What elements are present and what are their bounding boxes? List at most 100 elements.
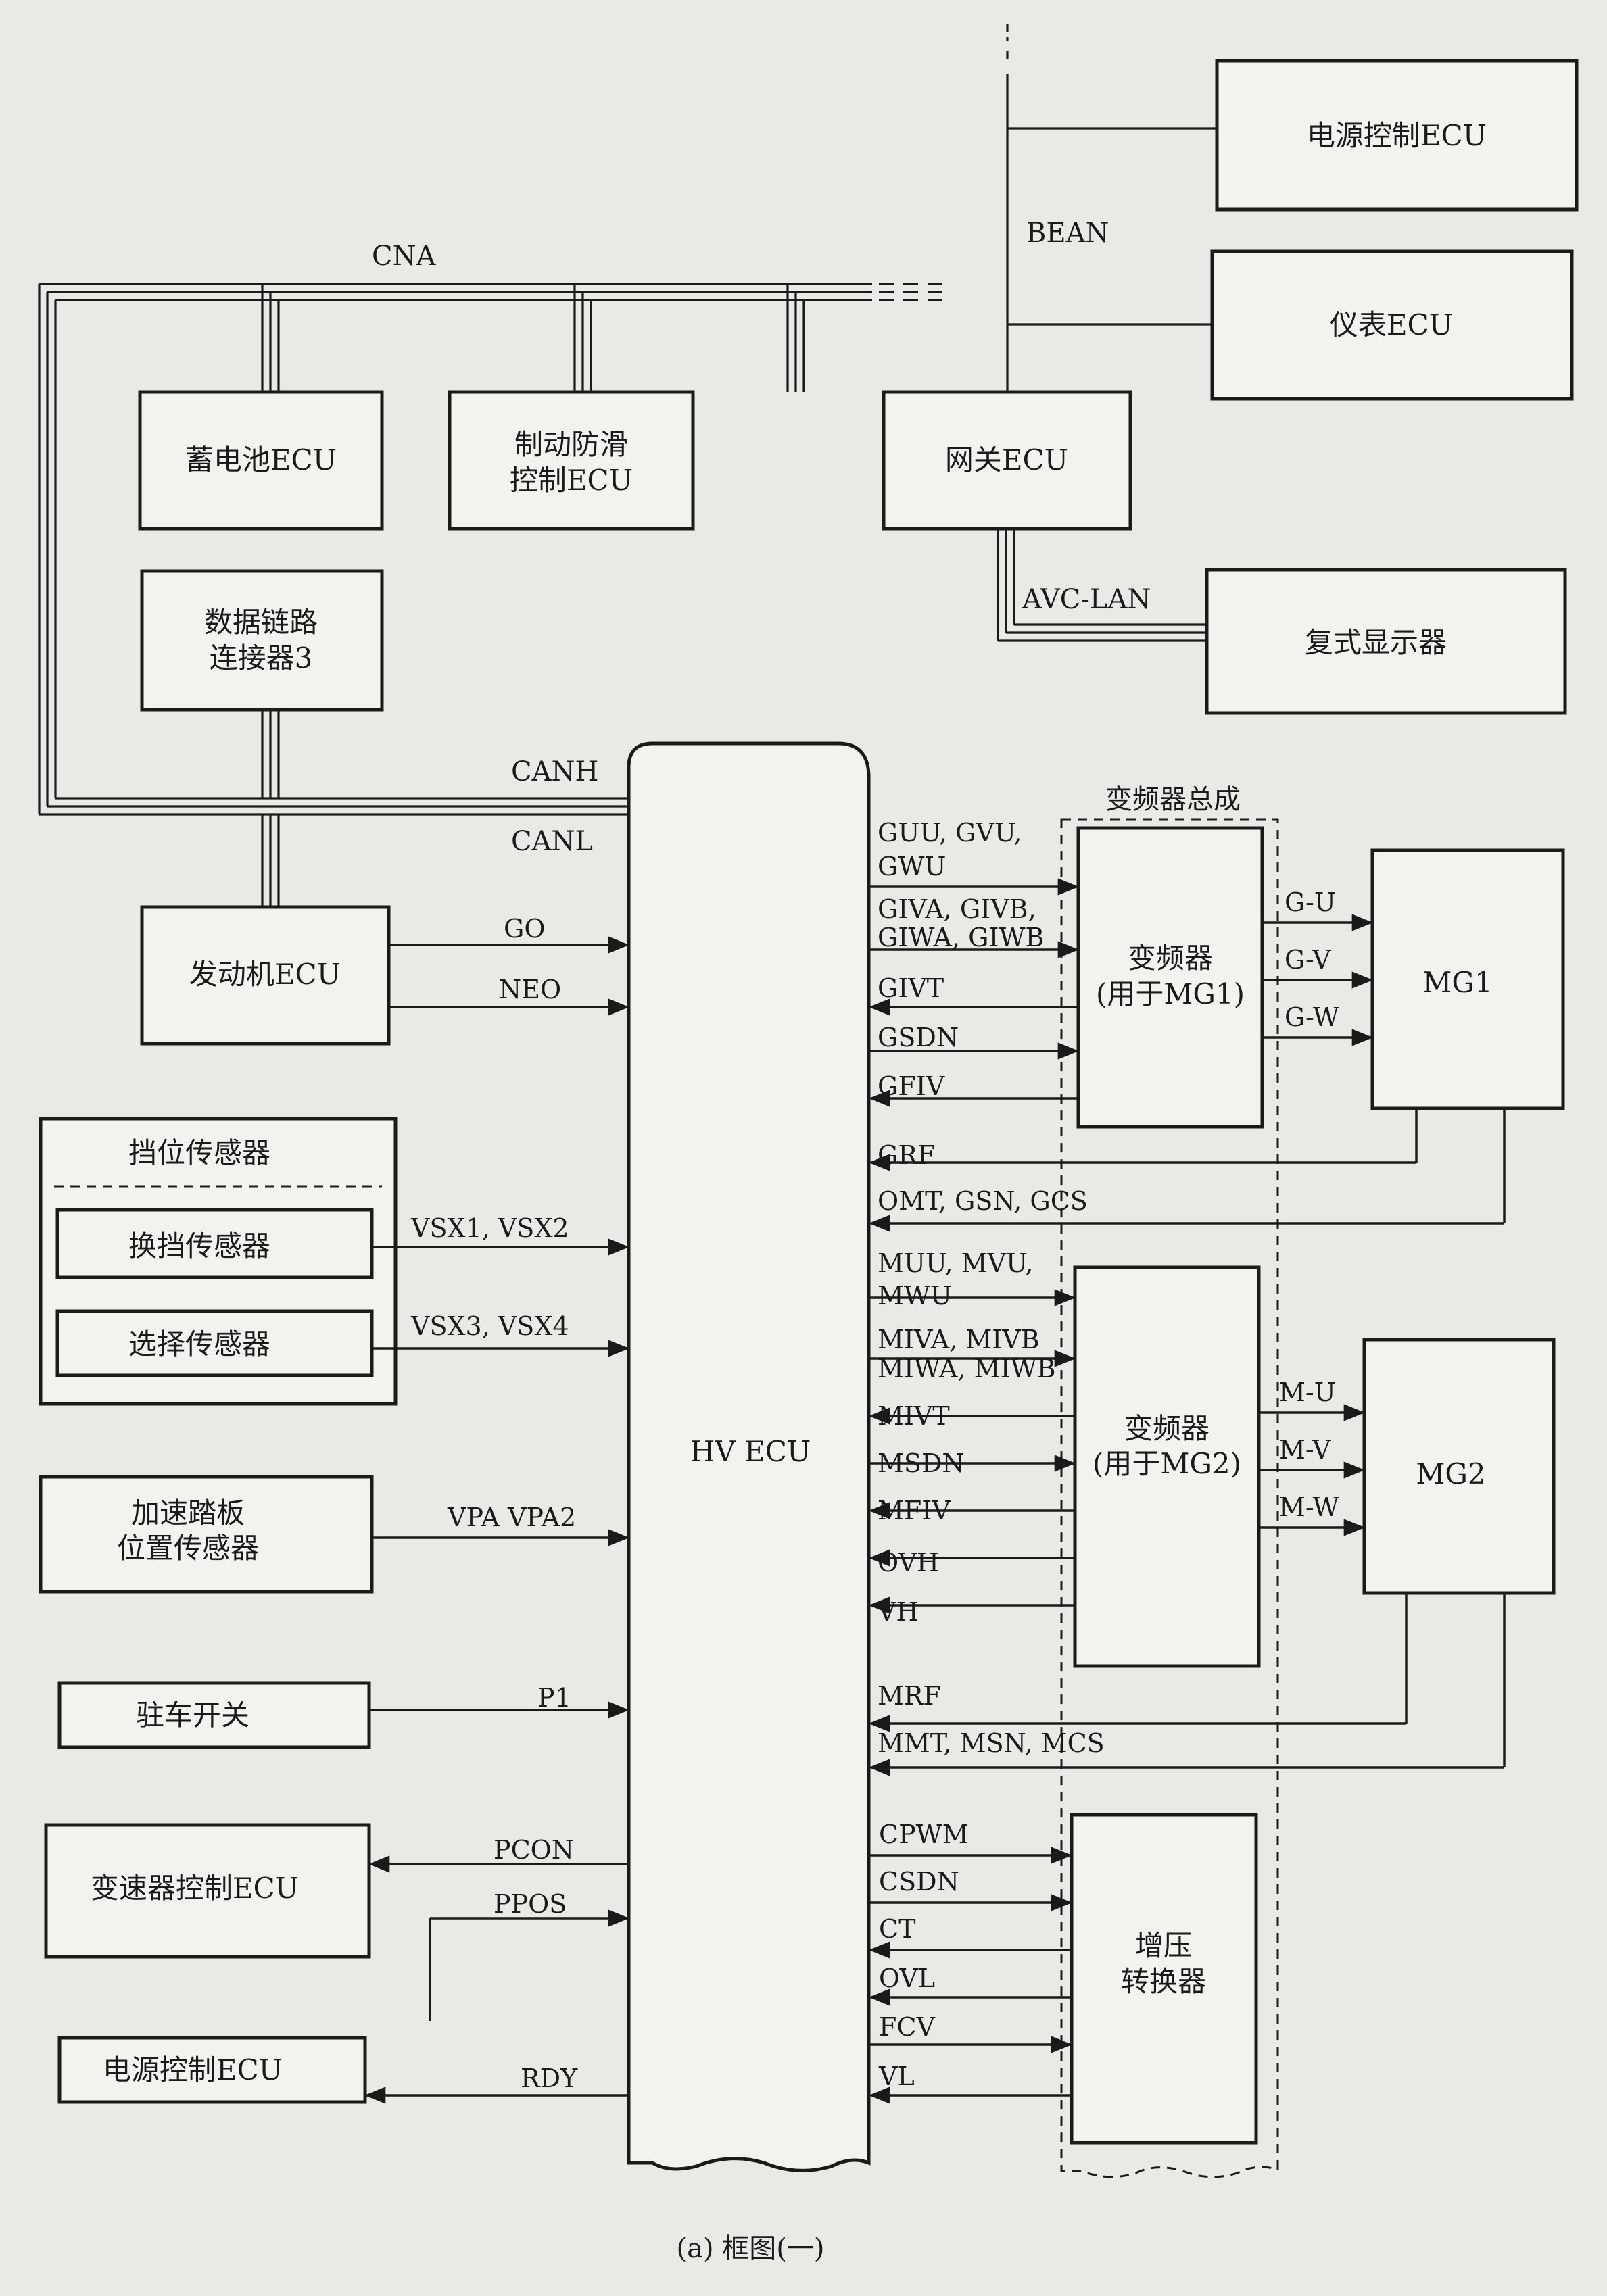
muu-label-2: MWU — [878, 1281, 952, 1311]
mw-label: M-W — [1279, 1492, 1339, 1522]
brake-ecu-box — [448, 390, 695, 531]
ovh-label: OVH — [878, 1548, 939, 1578]
battery-ecu-box — [138, 390, 384, 531]
miva-label-1: MIVA, MIVB — [878, 1325, 1040, 1354]
dlc3-label-1: 数据链路 — [204, 606, 318, 639]
mg2-label: MG2 — [1416, 1457, 1485, 1490]
boost-converter-box — [1070, 1813, 1258, 2145]
engine-ecu-label: 发动机ECU — [189, 958, 341, 991]
dlc3-box — [140, 569, 384, 712]
vsx34-label: VSX3, VSX4 — [410, 1311, 569, 1341]
power-control-ecu-bottom-label: 电源控制ECU — [103, 2053, 283, 2086]
miva-label-2: MIWA, MIWB — [878, 1354, 1056, 1384]
vl-label: VL — [878, 2061, 915, 2091]
bean-label: BEAN — [1026, 218, 1109, 249]
cpwm-label: CPWM — [879, 1819, 969, 1849]
shift-sensor-label: 换挡传感器 — [128, 1229, 270, 1263]
dlc3-label-2: 连接器3 — [210, 641, 313, 675]
inverter-mg2-label-2: (用于MG2) — [1093, 1447, 1241, 1480]
transmission-ecu-label: 变速器控制ECU — [91, 1872, 299, 1905]
inverter-mg2-box — [1073, 1265, 1261, 1668]
gw-label: G-W — [1285, 1002, 1339, 1032]
ovl-label: OVL — [879, 1963, 935, 1993]
right-signal-wires — [868, 878, 1506, 2104]
accel-sensor-box — [39, 1475, 374, 1594]
inverter-assembly-outline — [1060, 818, 1279, 2178]
gfiv-label: GFIV — [878, 1071, 945, 1101]
canh-label: CANH — [511, 756, 598, 787]
mrf-label: MRF — [878, 1681, 941, 1711]
shift-position-sensor-label: 挡位传感器 — [128, 1136, 270, 1169]
left-signal-wires — [364, 936, 630, 2104]
inverter-assembly-label: 变频器总成 — [1105, 784, 1241, 815]
boost-converter-label-1: 增压 — [1135, 1929, 1192, 1962]
grf-label: GRF — [878, 1140, 935, 1170]
mfiv-label: MFIV — [878, 1496, 951, 1525]
ppos-label: PPOS — [494, 1889, 567, 1919]
guu-label-1: GUU, GVU, — [878, 818, 1022, 848]
csdn-label: CSDN — [879, 1867, 959, 1897]
bean-bus — [1006, 24, 1217, 392]
hv-ecu-box — [627, 741, 871, 2172]
mg1-box — [1370, 848, 1565, 1110]
p1-label: P1 — [537, 1683, 571, 1713]
park-switch-label: 驻车开关 — [136, 1699, 249, 1732]
rdy-label: RDY — [521, 2063, 578, 2093]
accel-sensor-label-2: 位置传感器 — [117, 1532, 259, 1565]
avc-lan-label: AVC-LAN — [1022, 584, 1151, 615]
omt-label: OMT, GSN, GCS — [878, 1186, 1088, 1216]
gateway-ecu-label: 网关ECU — [945, 443, 1068, 477]
power-control-ecu-bottom-box — [57, 2036, 367, 2104]
meter-ecu-box — [1210, 249, 1574, 401]
mg2-box — [1362, 1338, 1556, 1595]
power-control-ecu-top-label: 电源控制ECU — [1307, 119, 1487, 152]
park-switch-box — [57, 1681, 371, 1749]
vh-label: VH — [877, 1597, 919, 1627]
muu-label-1: MUU, MVU, — [878, 1248, 1034, 1278]
hv-ecu-label: HV ECU — [690, 1435, 811, 1468]
go-label: GO — [504, 914, 546, 944]
inverter-mg1-box — [1076, 826, 1264, 1129]
gateway-ecu-box — [882, 390, 1132, 531]
multi-display-box — [1205, 568, 1567, 715]
mv-label: M-V — [1279, 1435, 1331, 1465]
vpa-label: VPA VPA2 — [447, 1503, 576, 1532]
gsdn-label: GSDN — [878, 1023, 959, 1052]
pcon-label: PCON — [494, 1835, 574, 1865]
givt-label: GIVT — [878, 973, 944, 1003]
select-sensor-label: 选择传感器 — [128, 1327, 270, 1361]
gv-label: G-V — [1285, 945, 1331, 975]
meter-ecu-label: 仪表ECU — [1330, 308, 1453, 341]
mu-label: M-U — [1279, 1377, 1336, 1407]
inverter-mg1-label-1: 变频器 — [1128, 942, 1213, 975]
brake-ecu-label-2: 控制ECU — [510, 464, 633, 497]
mg1-label: MG1 — [1422, 966, 1492, 999]
mivt-label: MIVT — [878, 1401, 950, 1431]
boost-converter-label-2: 转换器 — [1121, 1965, 1206, 1998]
vsx12-label: VSX1, VSX2 — [410, 1213, 569, 1243]
inverter-mg2-label-1: 变频器 — [1124, 1412, 1209, 1445]
neo-label: NEO — [499, 975, 561, 1004]
multi-display-label: 复式显示器 — [1305, 626, 1447, 659]
cna-bus — [38, 283, 946, 907]
cna-label: CNA — [372, 241, 437, 272]
brake-ecu-label-1: 制动防滑 — [514, 428, 628, 461]
inverter-mg1-label-2: (用于MG1) — [1096, 977, 1245, 1010]
power-control-ecu-top-box — [1215, 59, 1579, 212]
giva-label-1: GIVA, GIVB, — [878, 894, 1036, 924]
battery-ecu-label: 蓄电池ECU — [185, 443, 337, 477]
guu-label-2: GWU — [878, 852, 946, 881]
select-sensor-box — [55, 1309, 374, 1377]
fcv-label: FCV — [879, 2012, 935, 2042]
transmission-ecu-box — [44, 1823, 371, 1959]
canl-label: CANL — [511, 826, 593, 857]
avc-lan-bus — [997, 529, 1207, 642]
giva-label-2: GIWA, GIWB — [878, 923, 1044, 952]
msdn-label: MSDN — [878, 1448, 965, 1478]
shift-sensor-box — [55, 1208, 374, 1279]
gu-label: G-U — [1285, 887, 1336, 917]
accel-sensor-label-1: 加速踏板 — [131, 1496, 245, 1530]
mmt-label: MMT, MSN, MCS — [878, 1728, 1105, 1758]
engine-ecu-box — [140, 905, 391, 1046]
